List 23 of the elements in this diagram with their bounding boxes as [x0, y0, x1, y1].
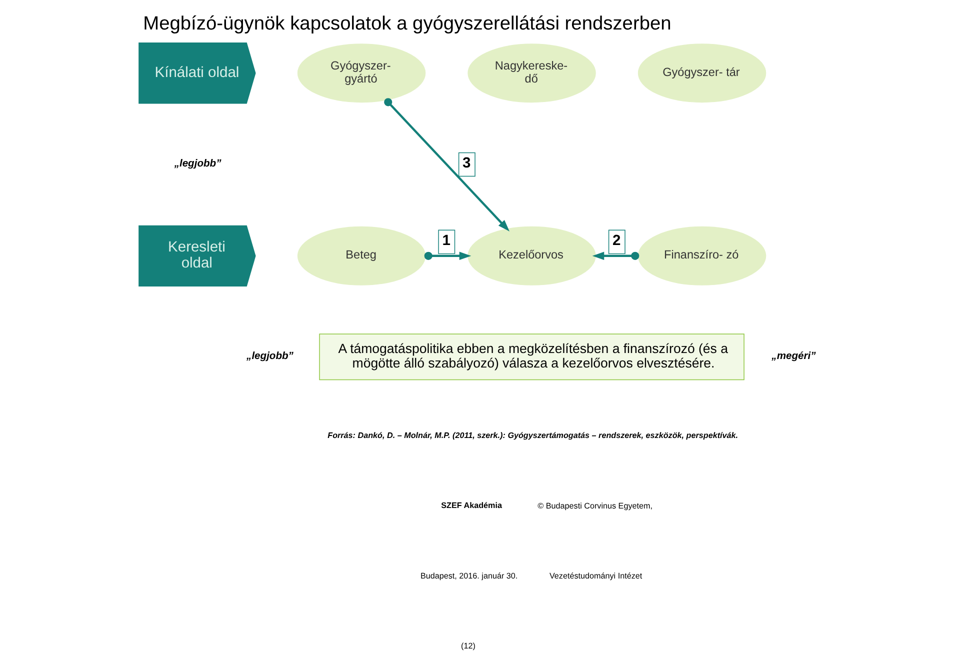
- label: Budapest, 2016. január 30.: [420, 572, 518, 581]
- label: Vezetéstudományi Intézet: [549, 572, 642, 581]
- label: „legjobb”: [174, 158, 222, 170]
- edge-label: 2: [612, 232, 621, 249]
- label: „legjobb”: [246, 350, 294, 362]
- arrow: [424, 252, 472, 260]
- node-ellipse: Finanszíro- zó: [638, 226, 766, 286]
- node-box: A támogatáspolitika ebben a megközelítésben a finanszírozó (és a mögötte álló szabályozó) válasza a kezelőorvos elvesztésére.: [319, 334, 744, 380]
- label: Forrás: Dankó, D. – Molnár, M.P. (2011, szerk.): Gyógyszertámogatás – rendszerek, eszközök, perspektívák.: [328, 430, 738, 440]
- label: SZEF Akadémia: [441, 500, 502, 510]
- node-ellipse: Gyógyszer- gyártó: [297, 44, 426, 103]
- label: (12): [461, 642, 476, 651]
- arrow: [592, 252, 640, 260]
- node-ellipse: Kezelőorvos: [468, 226, 596, 286]
- arrow: [384, 98, 510, 232]
- edge-label: 1: [442, 232, 450, 249]
- label: „megéri”: [772, 350, 816, 362]
- diagram-title: Megbízó-ügynök kapcsolatok a gyógyszerellátási rendszerben: [143, 13, 672, 34]
- node-ellipse: Nagykereske- dő: [468, 44, 596, 103]
- node-ellipse: Beteg: [297, 226, 426, 286]
- edge-label: 3: [462, 155, 471, 172]
- label: © Budapesti Corvinus Egyetem,: [538, 502, 653, 511]
- node-ellipse: Gyógyszer- tár: [638, 44, 766, 103]
